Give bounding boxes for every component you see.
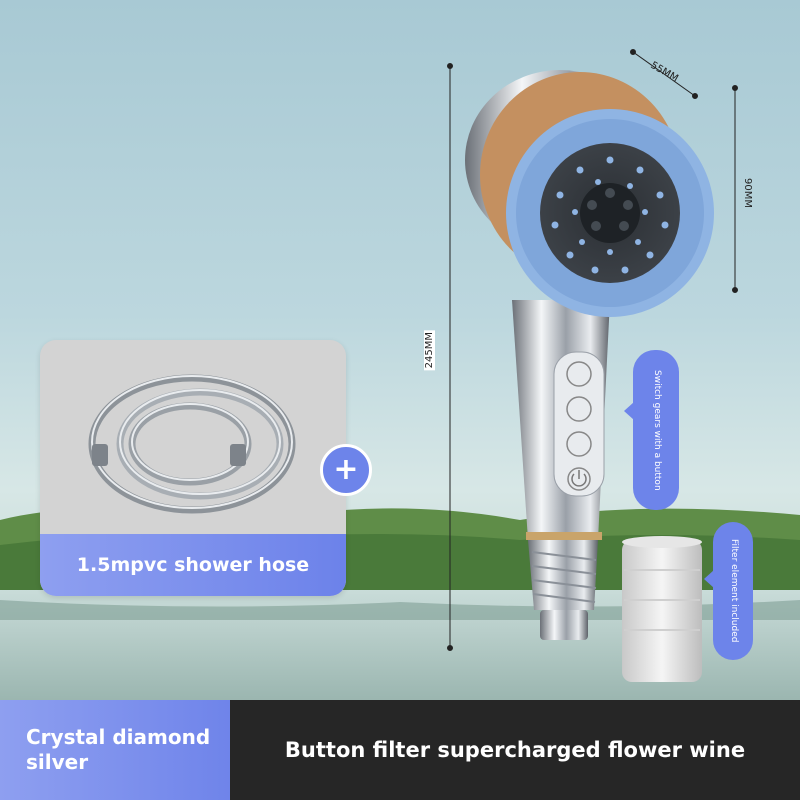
filter-included-callout: Filter element included: [704, 522, 753, 660]
power-icon: [567, 467, 591, 491]
switch-gears-callout: Switch gears with a button: [624, 350, 679, 510]
callout-pointer: [704, 570, 714, 588]
plus-icon: +: [320, 444, 372, 496]
hose-label: 1.5mpvc shower hose: [40, 534, 346, 596]
switch-gears-text: Switch gears with a button: [651, 369, 662, 491]
color-variant-label[interactable]: Crystal diamond silver: [0, 700, 230, 800]
height-dimension-label: 90MM: [742, 178, 753, 208]
callout-pointer: [624, 402, 634, 420]
hose-accessory-card: 1.5mpvc shower hose: [40, 340, 346, 596]
dimension-lines: [447, 49, 738, 651]
filter-included-text: Filter element included: [728, 539, 739, 643]
shower-head-icon: [465, 70, 714, 640]
shower-hose-icon: [88, 374, 296, 514]
model-variant-label[interactable]: Button filter supercharged flower wine: [230, 700, 800, 800]
length-dimension-label: 245MM: [424, 330, 435, 371]
variant-bar: Crystal diamond silver Button filter sup…: [0, 700, 800, 800]
filter-cartridge-icon: [622, 536, 702, 682]
product-scene: 1.5mpvc shower hose + 55MM 90MM 245MM Sw…: [0, 0, 800, 700]
